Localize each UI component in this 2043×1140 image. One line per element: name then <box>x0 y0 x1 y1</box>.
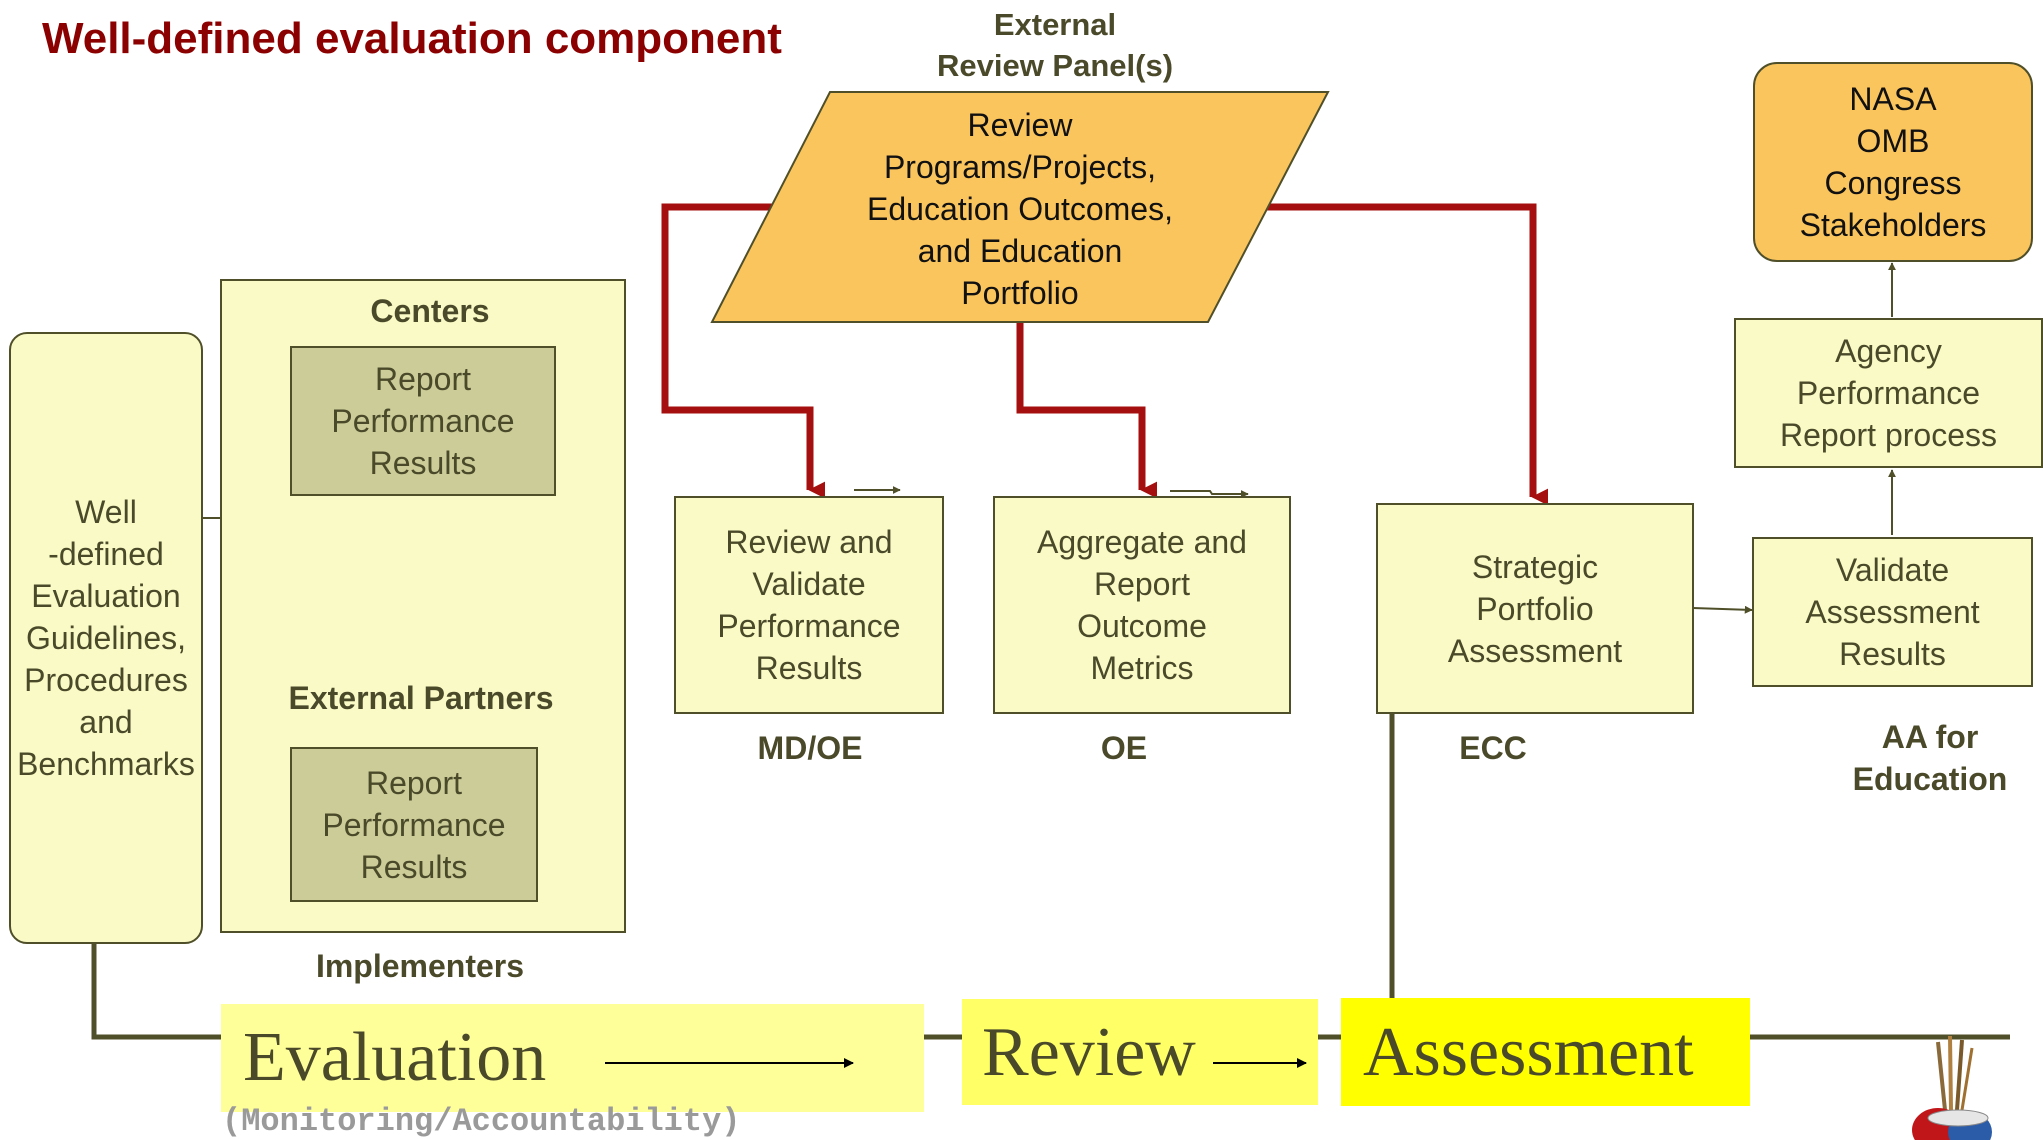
review-validate-line: Results <box>755 650 863 686</box>
red-arrow-to-oe <box>1016 322 1158 499</box>
strategic-portfolio-line: Assessment <box>1447 632 1623 669</box>
validate-assessment-box[interactable]: Validate Assessment Results <box>1752 537 2033 687</box>
assessment-label: Assessment <box>1363 1014 1694 1091</box>
centers-label: Centers <box>370 293 490 329</box>
agency-performance-line: Report process <box>1780 417 1997 453</box>
evaluation-sublabel: (Monitoring/Accountability) <box>222 1103 741 1140</box>
evaluation-label: Evaluation <box>243 1019 547 1096</box>
review-validate-box[interactable]: Review and Validate Performance Results <box>674 496 944 714</box>
stakeholders-line: Congress <box>1824 165 1962 201</box>
aggregate-report-line: Metrics <box>1090 650 1194 686</box>
report-partners-line: Results <box>360 848 468 885</box>
page-title: Well-defined evaluation component <box>42 14 782 63</box>
assessment-band <box>1341 998 1750 1106</box>
agency-performance-line: Performance <box>1796 375 1981 411</box>
guidelines-line: Benchmarks <box>17 746 195 782</box>
red-arrow-to-ecc <box>1265 203 1549 506</box>
red-arrow-to-mdoe <box>661 203 826 499</box>
evaluation-band <box>221 1004 924 1112</box>
guidelines-line: and <box>79 704 133 740</box>
review-validate-line: Performance <box>717 608 901 644</box>
external-review-line: Review <box>967 107 1073 143</box>
review-label: Review <box>982 1014 1196 1091</box>
ecc-caption: ECC <box>1459 730 1527 766</box>
guidelines-line: -defined <box>48 536 164 572</box>
aa-education-caption: AA for Education <box>1820 716 2040 800</box>
strategic-portfolio-line: Portfolio <box>1476 590 1594 627</box>
implementers-caption: Implementers <box>315 948 525 984</box>
strategic-portfolio-box[interactable]: Strategic Portfolio Assessment <box>1376 503 1694 714</box>
stakeholders-box[interactable]: NASA OMB Congress Stakeholders <box>1753 62 2033 262</box>
report-centers-line: Report <box>374 361 472 397</box>
report-partners-line: Performance <box>322 806 506 843</box>
aggregate-report-line: Outcome <box>1077 608 1207 644</box>
guidelines-line: Procedures <box>24 662 188 698</box>
aa-education-line: Education <box>1852 761 2008 797</box>
evaluation-guidelines-box[interactable]: Well -defined Evaluation Guidelines, Pro… <box>9 332 203 944</box>
external-panel-heading: External Review Panel(s) <box>880 4 1230 86</box>
review-band <box>962 999 1318 1105</box>
report-centers-line: Results <box>369 445 477 481</box>
external-panel-heading-line: Review Panel(s) <box>936 48 1174 83</box>
apple-pencils-logo-icon <box>1912 1035 1992 1140</box>
aggregate-report-line: Aggregate and <box>1037 524 1247 560</box>
external-review-box[interactable]: Review Programs/Projects, Education Outc… <box>800 104 1240 314</box>
report-centers-line: Performance <box>331 403 515 439</box>
external-review-parallelogram <box>710 91 1330 323</box>
aa-education-line: AA for <box>1881 719 1979 755</box>
agency-performance-line: Agency <box>1835 333 1942 369</box>
validate-assessment-line: Results <box>1839 636 1946 672</box>
external-panel-heading-line: External <box>993 7 1117 42</box>
aggregate-report-box[interactable]: Aggregate and Report Outcome Metrics <box>993 496 1291 714</box>
oe-caption: OE <box>1100 730 1148 766</box>
oe-small-arrow <box>1170 490 1249 498</box>
stakeholders-line: NASA <box>1849 81 1937 117</box>
ecc-to-validate <box>1692 605 1753 614</box>
agency-performance-box[interactable]: Agency Performance Report process <box>1734 318 2043 468</box>
report-performance-partners-box[interactable]: Report Performance Results <box>290 747 538 902</box>
external-partners-label: External Partners <box>288 680 554 716</box>
guidelines-line: Evaluation <box>31 578 181 614</box>
review-validate-line: Validate <box>752 566 866 602</box>
validate-assessment-line: Validate <box>1835 552 1950 588</box>
external-review-line: and Education <box>917 233 1123 269</box>
mdoe-caption: MD/OE <box>757 730 863 766</box>
external-review-line: Education Outcomes, <box>867 191 1173 227</box>
strategic-portfolio-line: Strategic <box>1471 548 1599 585</box>
review-validate-line: Review and <box>725 524 893 560</box>
external-review-line: Programs/Projects, <box>883 149 1157 185</box>
aggregate-report-line: Report <box>1093 566 1191 602</box>
external-review-line: Portfolio <box>961 275 1079 311</box>
guidelines-line: Guidelines, <box>25 620 187 656</box>
guidelines-line: Well <box>75 494 137 530</box>
stakeholders-line: Stakeholders <box>1799 207 1987 243</box>
validate-assessment-line: Assessment <box>1805 594 1980 630</box>
report-performance-centers-box[interactable]: Report Performance Results <box>290 346 556 496</box>
stakeholders-line: OMB <box>1856 123 1930 159</box>
report-partners-line: Report <box>365 764 463 801</box>
